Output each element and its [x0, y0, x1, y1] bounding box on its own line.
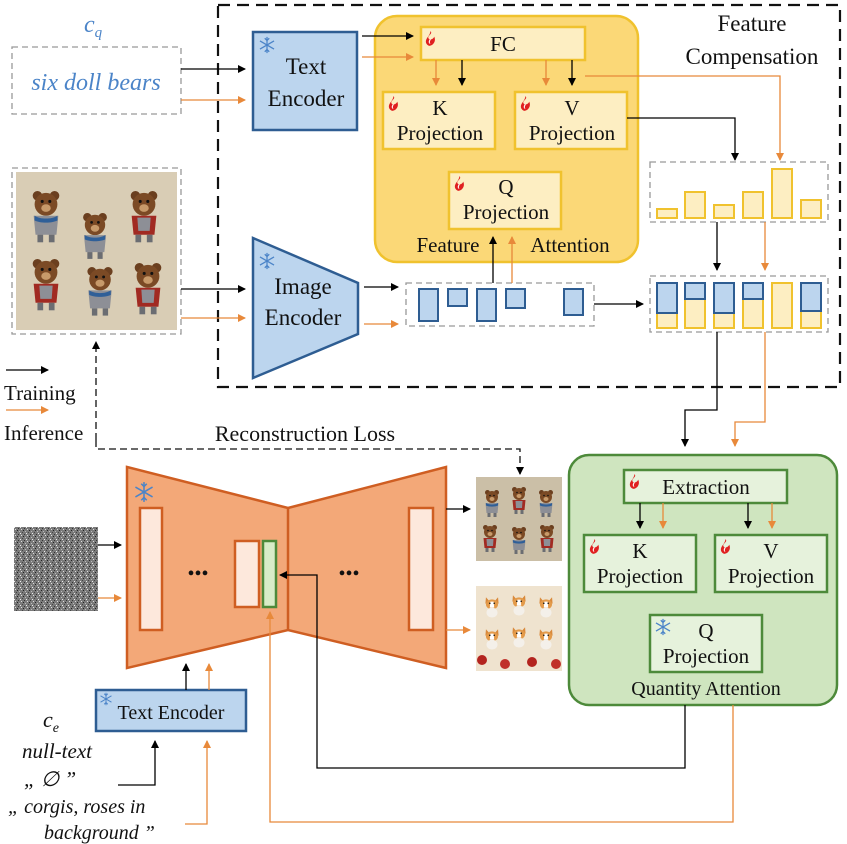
feature-compensation-region — [216, 3, 842, 389]
extraction-box: Extraction — [622, 468, 789, 505]
q-projection-label: Projection — [663, 644, 750, 668]
q-projection-top: Q Projection — [447, 170, 563, 231]
image-encoder-label-2: Encoder — [265, 305, 342, 330]
legend: Training Inference — [4, 366, 83, 445]
k-projection-bottom: K Projection — [582, 533, 698, 594]
text-encoder-label-2: Encoder — [268, 86, 345, 111]
v-projection-label: Projection — [529, 121, 616, 145]
null-symbol: „ ∅ ” — [24, 767, 76, 791]
extraction-label: Extraction — [662, 475, 750, 499]
k-label: K — [432, 96, 447, 120]
prompt-symbol-ce: ce — [43, 707, 59, 736]
unet-ellipsis-left: ••• — [187, 563, 208, 585]
compensation-feature-bars — [649, 161, 829, 223]
fc-box: FC — [419, 25, 587, 62]
q-projection-label: Projection — [463, 200, 550, 224]
feature-attention-word2: Attention — [530, 233, 610, 257]
text-encoder: Text Encoder — [251, 30, 359, 132]
legend-inference-label: Inference — [4, 421, 83, 445]
unet-up-block — [407, 506, 435, 632]
null-text-label: null-text — [22, 739, 93, 763]
fc-label: FC — [490, 32, 516, 56]
q-projection-bottom: Q Projection — [648, 613, 764, 674]
noise-image — [14, 527, 98, 611]
k-label: K — [632, 539, 647, 563]
corgi-output-image — [476, 586, 562, 671]
combined-feature-bars — [649, 275, 829, 333]
image-encoder-label-1: Image — [274, 274, 331, 299]
reconstruction-loss-label: Reconstruction Loss — [215, 421, 395, 446]
image-feature-bars — [405, 282, 595, 327]
legend-training-label: Training — [4, 381, 76, 405]
q-label: Q — [498, 175, 513, 199]
v-label: V — [564, 96, 579, 120]
quantity-attention-panel — [567, 453, 839, 707]
feature-attention-word1: Feature — [417, 233, 480, 257]
corgi-prompt-line1: „ corgis, roses in — [8, 796, 145, 818]
k-projection-label: Projection — [597, 564, 684, 588]
quantity-attention-slot — [261, 539, 278, 609]
unet: ••• ••• — [125, 465, 448, 670]
q-label: Q — [698, 619, 713, 643]
unet-ellipsis-right: ••• — [338, 563, 359, 585]
bottom-prompt: ce null-text „ ∅ ” „ corgis, roses in ba… — [8, 707, 155, 844]
image-encoder: Image Encoder — [251, 236, 360, 380]
v-projection-bottom: V Projection — [713, 533, 829, 594]
unet-down-block — [138, 506, 164, 632]
corgi-prompt-line2: background ” — [44, 822, 155, 844]
prompt-symbol-cq: cq — [84, 12, 103, 41]
feature-compensation-title-2: Compensation — [686, 44, 819, 69]
prompt-box — [11, 46, 182, 115]
v-projection-label: Projection — [728, 564, 815, 588]
k-projection-top: K Projection — [381, 90, 497, 151]
bear-reference-image — [11, 167, 182, 335]
text-prompt-group: cq six doll bears — [11, 12, 182, 115]
prompt-text: six doll bears — [31, 70, 160, 96]
k-projection-label: Projection — [397, 121, 484, 145]
v-label: V — [763, 539, 778, 563]
bear-output-image — [476, 477, 562, 561]
unet-mid-block — [233, 539, 261, 609]
bottom-text-encoder: Text Encoder — [94, 688, 248, 733]
bottom-text-encoder-label: Text Encoder — [118, 702, 225, 724]
feature-compensation-title-1: Feature — [718, 11, 787, 36]
quantity-attention-title: Quantity Attention — [631, 678, 780, 700]
text-encoder-label-1: Text — [286, 54, 327, 79]
v-projection-top: V Projection — [513, 90, 629, 151]
